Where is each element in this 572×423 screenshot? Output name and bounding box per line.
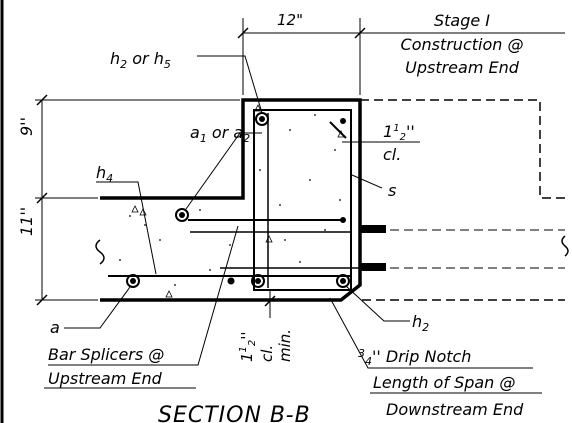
svg-text:112'': 112'' bbox=[383, 122, 415, 143]
dim-11-label: 11'' bbox=[17, 207, 36, 236]
label-stage-3: Upstream End bbox=[405, 58, 520, 77]
label-a1-or-a2: a1 or a2 bbox=[190, 123, 250, 145]
stirrup-s bbox=[253, 109, 352, 291]
dim-cover-top bbox=[329, 121, 420, 143]
label-s: s bbox=[388, 181, 396, 200]
svg-text:112'': 112'' bbox=[238, 331, 258, 362]
label-length-of-span-2: Downstream End bbox=[386, 400, 524, 419]
break-mark-left bbox=[95, 239, 105, 265]
bar-splicer-top bbox=[360, 225, 386, 233]
label-a: a bbox=[50, 318, 60, 337]
future-construction-dashed bbox=[360, 99, 565, 301]
leader-lines bbox=[48, 55, 533, 369]
rebar-sections bbox=[126, 112, 350, 288]
dim-9-label: 9'' bbox=[17, 117, 36, 136]
break-mark-right bbox=[561, 235, 569, 257]
svg-text:cl.: cl. bbox=[258, 345, 276, 362]
label-stage-2: Construction @ bbox=[401, 35, 524, 54]
section-title: SECTION B-B bbox=[158, 403, 311, 423]
label-h2-or-h5: h2 or h5 bbox=[110, 49, 171, 71]
dim-cover-bottom bbox=[264, 290, 276, 318]
label-length-of-span-1: Length of Span @ bbox=[373, 373, 515, 392]
dim-vertical bbox=[35, 94, 240, 306]
dim-12-label: 12" bbox=[277, 11, 303, 29]
dim-12in bbox=[237, 18, 565, 95]
label-cover-top: 112'' cl. bbox=[383, 122, 415, 164]
svg-text:cl.: cl. bbox=[383, 145, 401, 164]
label-bar-splicers-1: Bar Splicers @ bbox=[48, 345, 164, 364]
bar-splicer-bottom bbox=[360, 263, 386, 271]
label-stage-1: Stage I bbox=[434, 11, 490, 30]
svg-text:min.: min. bbox=[276, 329, 294, 362]
label-bar-splicers-2: Upstream End bbox=[48, 369, 163, 388]
label-h4: h4 bbox=[96, 163, 113, 185]
label-drip-notch: 34'' Drip Notch bbox=[358, 347, 471, 368]
label-cover-bottom: 112'' cl. min. bbox=[238, 329, 294, 362]
label-h2-bottom: h2 bbox=[412, 312, 429, 334]
